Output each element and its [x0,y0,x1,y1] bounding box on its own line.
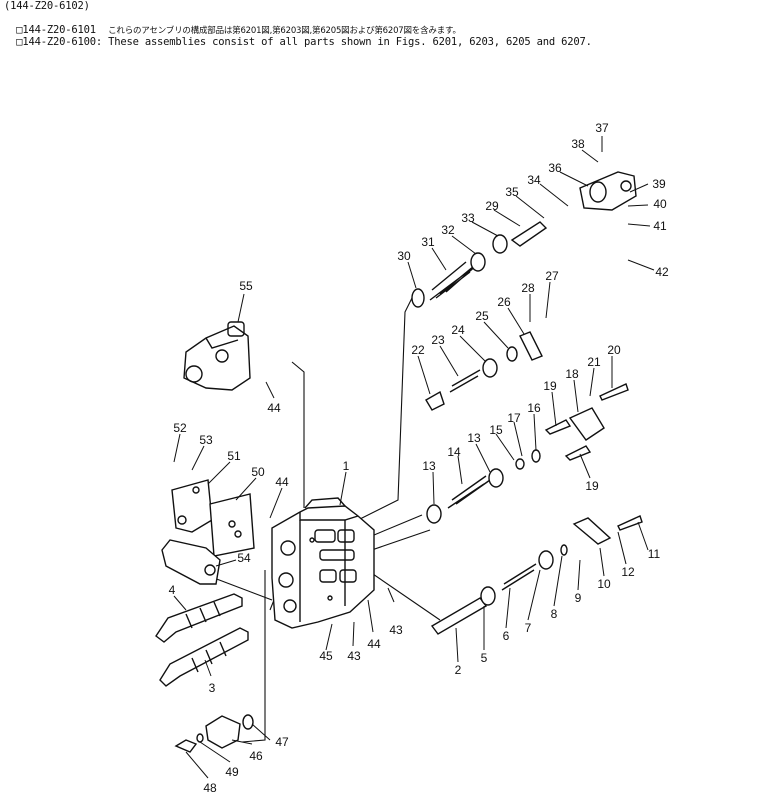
callout-43a: 43 [389,623,403,637]
callout-54: 54 [237,551,251,565]
callout-4: 4 [169,583,176,597]
callout-48: 48 [203,781,217,792]
header-english-note: : These assemblies consist of all parts … [95,36,592,48]
callout-49: 49 [225,765,239,779]
plate-18 [544,383,629,461]
callout-52: 52 [173,421,187,435]
callout-51: 51 [227,449,241,463]
spring-group-middle [425,331,543,411]
callout-16: 16 [527,401,541,415]
callout-26: 26 [497,295,511,309]
callout-33: 33 [461,211,475,225]
callout-29: 29 [485,199,499,213]
callout-53: 53 [199,433,213,447]
callout-36: 36 [548,161,562,175]
callout-5: 5 [481,651,488,665]
callout-7: 7 [525,621,532,635]
callout-19b: 19 [585,479,599,493]
callout-21: 21 [587,355,601,369]
callout-19a: 19 [543,379,557,393]
callout-27: 27 [545,269,559,283]
callout-39: 39 [652,177,666,191]
callout-10: 10 [597,577,611,591]
callout-38: 38 [571,137,585,151]
spring-group-lower [426,449,541,524]
callout-46: 46 [249,749,263,763]
callout-1: 1 [343,459,350,473]
callout-42: 42 [655,265,669,279]
callout-50: 50 [251,465,265,479]
callout-34: 34 [527,173,541,187]
callout-45: 45 [319,649,333,663]
header-line-1: (144-Z20-6102) [4,0,90,12]
callout-43b: 43 [347,649,361,663]
spring-group-upper [411,221,548,308]
callout-9: 9 [575,591,582,605]
callout-6: 6 [503,629,510,643]
callout-2: 2 [455,663,462,677]
callout-41: 41 [653,219,667,233]
callout-55: 55 [239,279,253,293]
callout-24: 24 [451,323,465,337]
callout-31: 31 [421,235,435,249]
callout-14: 14 [447,445,461,459]
callout-13a: 13 [422,459,436,473]
callout-22: 22 [411,343,425,357]
callout-20: 20 [607,343,621,357]
block-54 [161,539,221,585]
callout-32: 32 [441,223,455,237]
callout-labels: 1 2 3 4 5 6 7 8 9 10 11 12 13 13 14 15 1… [169,121,669,792]
callout-15: 15 [489,423,503,437]
callout-3: 3 [209,681,216,695]
callout-47: 47 [275,735,289,749]
spool-group-bottom [430,515,643,635]
callout-12: 12 [621,565,635,579]
callout-18: 18 [565,367,579,381]
plates-50-51 [171,479,255,557]
header-line-3: □144-Z20-6100: These assemblies consist … [4,24,592,48]
callout-37: 37 [595,121,609,135]
callout-11: 11 [648,547,661,561]
cover-36 [579,171,637,211]
callout-8: 8 [551,607,558,621]
assembly-code-6100: □144-Z20-6100 [16,36,96,48]
callout-25: 25 [475,309,489,323]
assembly-code-6101: □144-Z20-6101 [16,24,96,36]
leader-lines [173,136,655,779]
valve-body [271,497,375,629]
callout-17: 17 [507,411,521,425]
callout-30: 30 [397,249,411,263]
cap-46 [174,714,254,753]
callout-44a: 44 [367,637,381,651]
spool-3 [159,627,249,687]
callout-44c: 44 [275,475,289,489]
header-line-2: □144-Z20-6101 これらのアセンブリの構成部品は第6201図,第620… [4,12,461,37]
callout-13b: 13 [467,431,481,445]
callout-28: 28 [521,281,535,295]
spool-4 [155,593,243,643]
cover-55 [183,321,251,391]
callout-35: 35 [505,185,519,199]
callout-23: 23 [431,333,445,347]
header-japanese-note: これらのアセンブリの構成部品は第6201図,第6203図,第6205図および第6… [108,26,461,36]
callout-40: 40 [653,197,667,211]
callout-44b: 44 [267,401,281,415]
